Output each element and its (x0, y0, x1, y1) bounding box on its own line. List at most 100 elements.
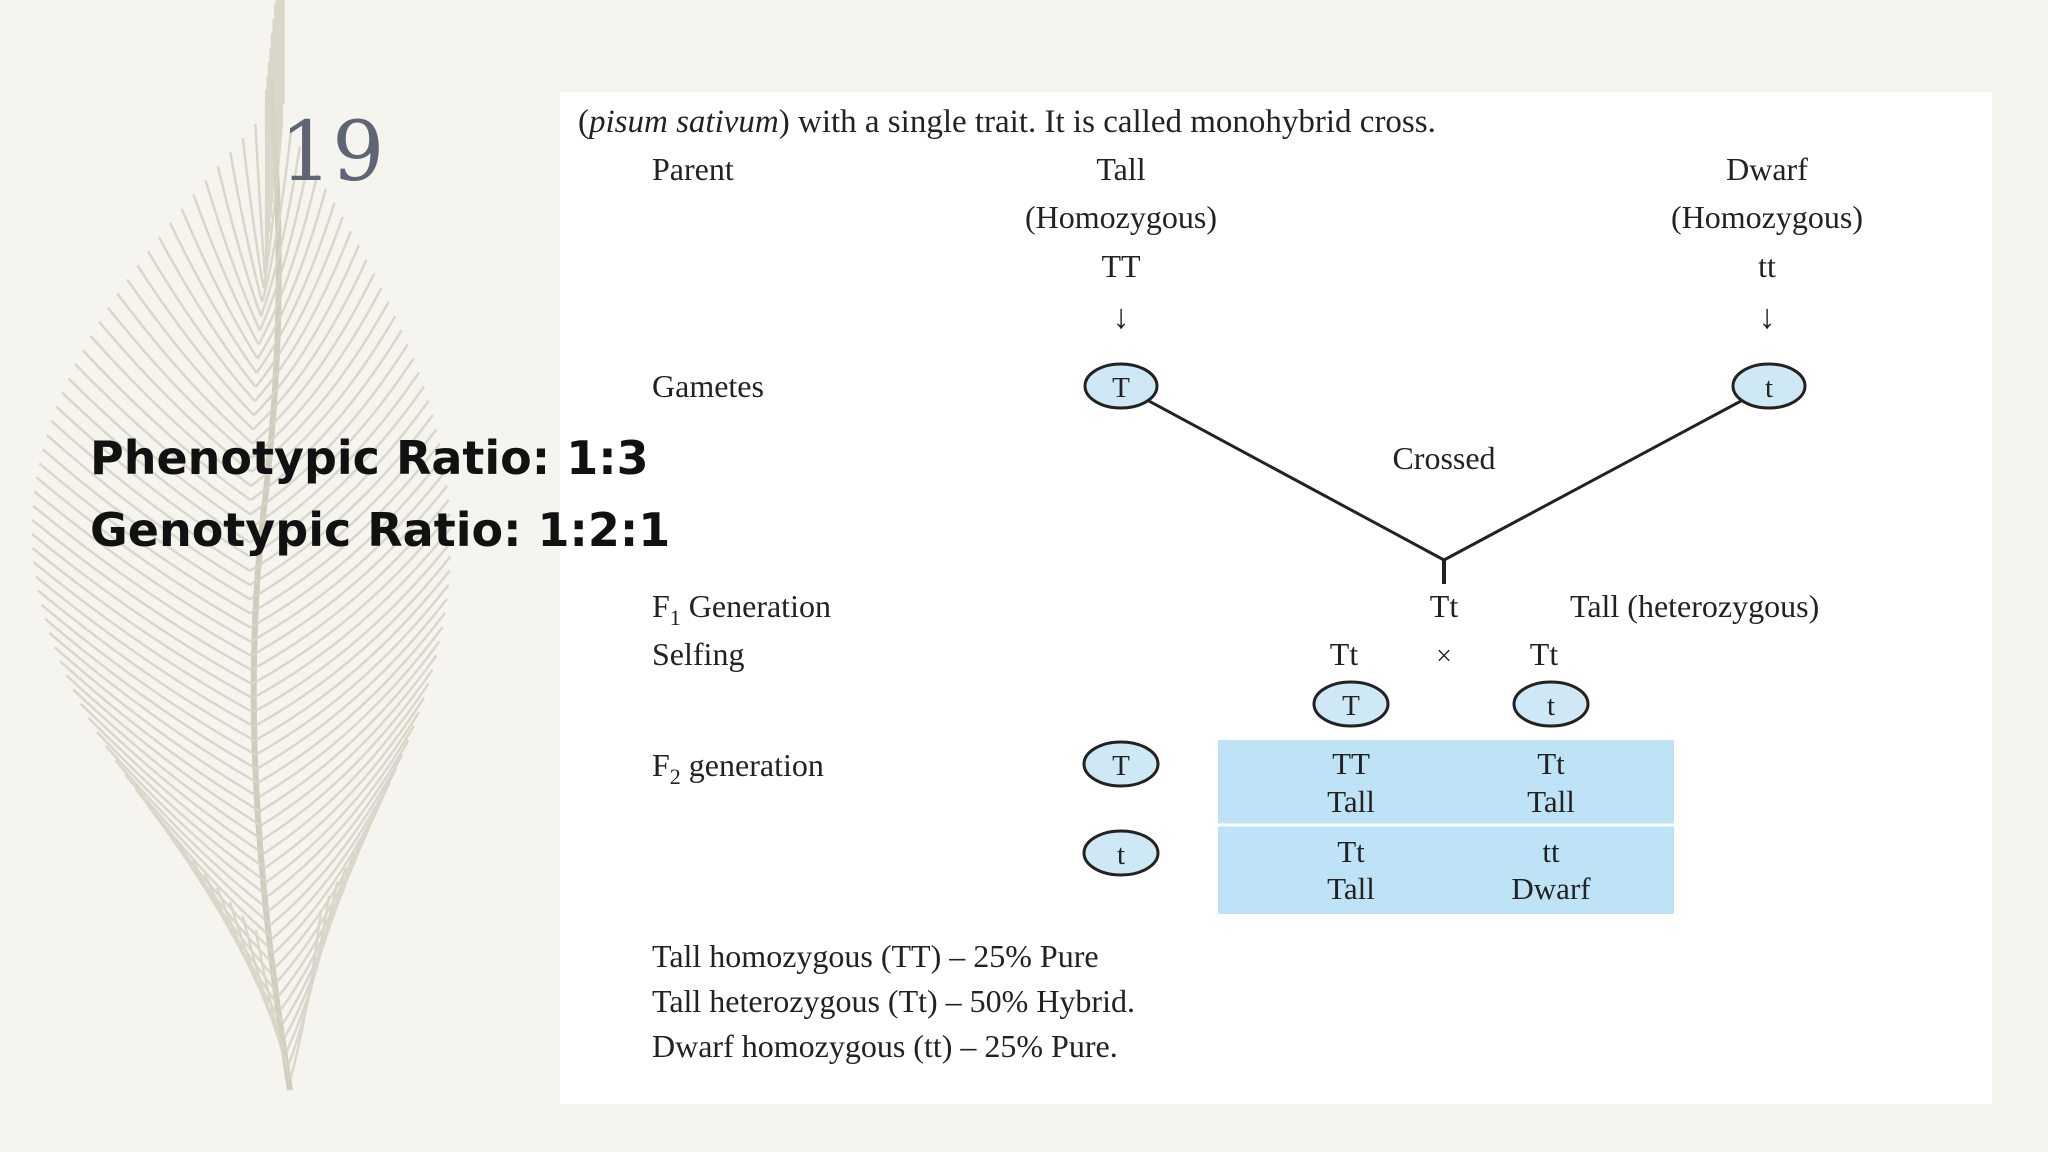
feather-barb (257, 612, 446, 785)
feather-barb (106, 306, 253, 459)
punnett-cell-3-genotype: Tt (1337, 834, 1365, 869)
selfing-t-circle (1512, 680, 1590, 728)
feather-barb (262, 683, 430, 855)
feather-barb (157, 236, 257, 388)
feather-barb (44, 617, 258, 770)
tall-homozygous-label: (Homozygous) (1025, 199, 1217, 235)
feather-barb (254, 123, 267, 274)
feather-barb (251, 273, 376, 445)
gametes-label: Gametes (652, 368, 764, 404)
feather-barb (104, 745, 269, 898)
feather-barb (249, 428, 438, 601)
tall-genotype: TT (1101, 248, 1141, 284)
punnett-cell-4-phenotype: Dwarf (1511, 871, 1591, 906)
feather-barb (96, 731, 268, 884)
feather-barb (258, 626, 444, 799)
feather-barb (258, 160, 310, 331)
feather-barb (124, 773, 272, 926)
feather-barb (40, 603, 257, 756)
feather-barb (249, 456, 444, 629)
genotypic-ratio: Genotypic Ratio: 1:2:1 (90, 503, 671, 557)
feather-barb (249, 343, 409, 516)
feather-barb (249, 442, 441, 615)
feather-barb (275, 796, 384, 968)
tall-label: Tall (1096, 151, 1145, 187)
feather-barb (255, 202, 336, 374)
feather-barb (249, 414, 434, 587)
feather-barb (255, 598, 448, 770)
parent-label: Parent (652, 151, 734, 187)
feather-barb (114, 759, 271, 912)
feather-barb (249, 385, 426, 558)
feather-barb (79, 702, 265, 855)
summary-line: Tall homozygous (TT) – 25% Pure (652, 938, 1099, 974)
selfing-cross-symbol: × (1436, 641, 1452, 672)
summary-line: Dwarf homozygous (tt) – 25% Pure. (652, 1028, 1118, 1064)
feather-barb (268, 739, 410, 912)
feather-barb (256, 188, 328, 360)
f2-row-T-circle (1082, 740, 1160, 788)
feather-barb (35, 476, 251, 629)
feather-barb (31, 518, 253, 671)
diagram-panel (560, 92, 1992, 1104)
feather-barb (168, 222, 258, 374)
feather-barb (134, 787, 274, 940)
feather-barb (250, 470, 447, 643)
feather-barb (264, 697, 425, 869)
feather-barb (136, 264, 255, 417)
feather-barb (72, 688, 264, 841)
dwarf-arrow-down-icon: ↓ (1759, 299, 1776, 336)
feather-barb (53, 646, 260, 799)
feather-barb (250, 499, 450, 671)
punnett-cell-3-phenotype: Tall (1327, 871, 1375, 906)
crossed-label: Crossed (1392, 440, 1495, 476)
feather-barb (249, 371, 421, 544)
feather-barb (48, 632, 259, 785)
feather-barb (260, 654, 438, 827)
feather-barb (265, 711, 421, 884)
cross-line-right (1443, 384, 1770, 562)
tall-arrow-down-icon: ↓ (1113, 299, 1130, 336)
feather-barb (250, 301, 390, 473)
f2-row-t-letter: t (1117, 839, 1125, 871)
feather-barb (31, 547, 254, 700)
feather-barb (87, 716, 266, 869)
feather-barb (249, 400, 430, 572)
slide-number: 19 (280, 105, 385, 200)
feather-barb (146, 250, 256, 402)
punnett-cell-2-phenotype: Tall (1527, 784, 1575, 819)
gamete-t-letter: t (1765, 372, 1773, 404)
feather-barb (67, 377, 251, 530)
selfing-T-circle (1312, 680, 1390, 728)
feather-barb (255, 583, 450, 756)
punnett-cell-2-genotype: Tt (1537, 746, 1565, 781)
feather-barb (250, 484, 449, 657)
f2-row-T-letter: T (1112, 750, 1130, 782)
feather-barb (228, 151, 264, 303)
intro-line: (pisum sativum) with a single trait. It … (578, 104, 1436, 140)
feather-barb (61, 391, 251, 544)
feather-barb (253, 555, 452, 728)
feather-barb (259, 146, 302, 317)
feather-barb (32, 561, 254, 714)
feather-barb (192, 194, 260, 346)
feather-barb (259, 640, 441, 813)
feather-barb (254, 216, 344, 388)
dwarf-label: Dwarf (1726, 151, 1808, 187)
feather-barb (250, 315, 397, 488)
feather-barb (249, 329, 403, 502)
feather-barb (254, 569, 451, 742)
gamete-T-letter: T (1112, 372, 1130, 404)
feather-barb (81, 349, 252, 502)
gamete-t-circle (1731, 362, 1807, 410)
feather-barb (261, 668, 434, 841)
feather-barb (33, 490, 252, 643)
feather-barb (32, 504, 252, 657)
feather-barb (260, 131, 293, 303)
selfing-right-genotype: Tt (1530, 636, 1559, 672)
